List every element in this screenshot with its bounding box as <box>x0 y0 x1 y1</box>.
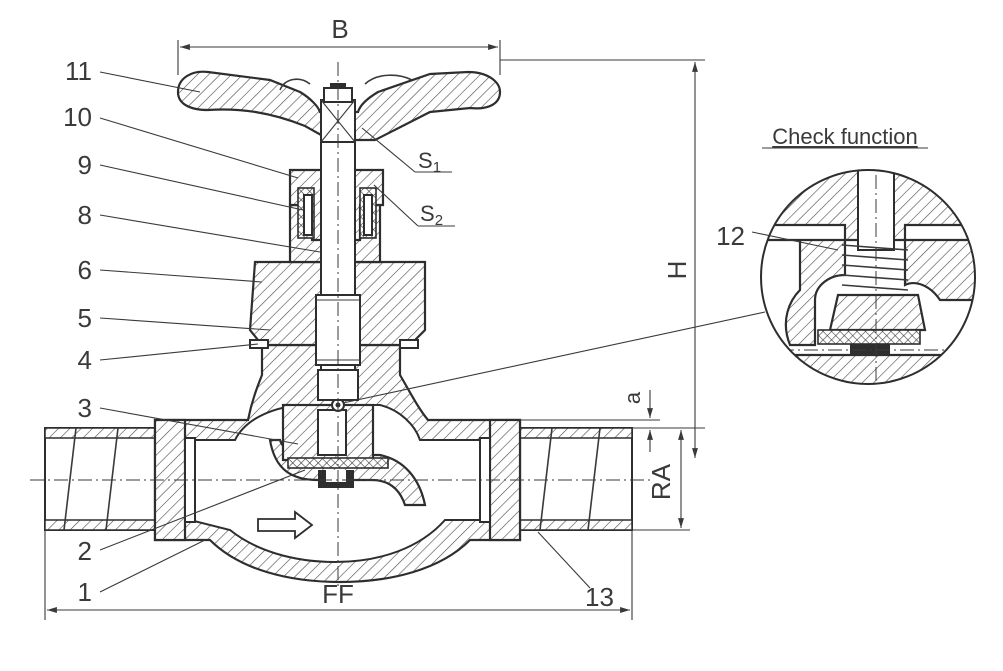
handwheel <box>176 70 502 143</box>
check-function-detail: Check function 12 <box>716 124 976 385</box>
dimension-ra-label: RA <box>646 463 676 500</box>
part-label-11: 11 <box>65 56 92 86</box>
weld-s1-letter: S <box>418 148 433 173</box>
part-leaders <box>99 71 766 593</box>
flow-arrow-icon <box>257 510 314 540</box>
dimension-ra: RA <box>632 427 690 531</box>
part-label-13: 13 <box>585 582 614 612</box>
weld-s1: S1 <box>361 127 452 176</box>
part-label-10: 10 <box>63 102 92 132</box>
part-label-9: 9 <box>78 150 92 180</box>
weld-s2: S2 <box>373 184 455 229</box>
check-function-title: Check function <box>772 124 918 149</box>
dimension-ff: FF <box>44 530 633 620</box>
dimension-b: B <box>177 14 501 75</box>
weld-s2-letter: S <box>420 201 435 226</box>
dimension-a: a <box>520 390 660 452</box>
disc-assembly <box>281 398 389 488</box>
weld-s1-index: 1 <box>433 159 441 176</box>
part-label-6: 6 <box>78 255 92 285</box>
part-labels: 11 10 9 8 6 5 4 3 2 1 13 <box>63 56 614 612</box>
dimension-h: H <box>500 59 705 458</box>
part-label-4: 4 <box>78 345 92 375</box>
part-label-3: 3 <box>78 393 92 423</box>
part-label-8: 8 <box>78 200 92 230</box>
weld-s2-index: 2 <box>435 212 443 229</box>
dimension-a-label: a <box>620 391 645 404</box>
svg-text:S2: S2 <box>420 201 443 229</box>
dimension-h-label: H <box>662 261 692 280</box>
spring <box>841 244 909 291</box>
part-label-12: 12 <box>716 221 745 251</box>
part-label-2: 2 <box>78 536 92 566</box>
part-label-1: 1 <box>78 577 92 607</box>
part-label-5: 5 <box>78 303 92 333</box>
svg-text:S1: S1 <box>418 148 441 176</box>
dimension-ff-label: FF <box>322 579 354 609</box>
dimension-b-label: B <box>331 14 348 44</box>
